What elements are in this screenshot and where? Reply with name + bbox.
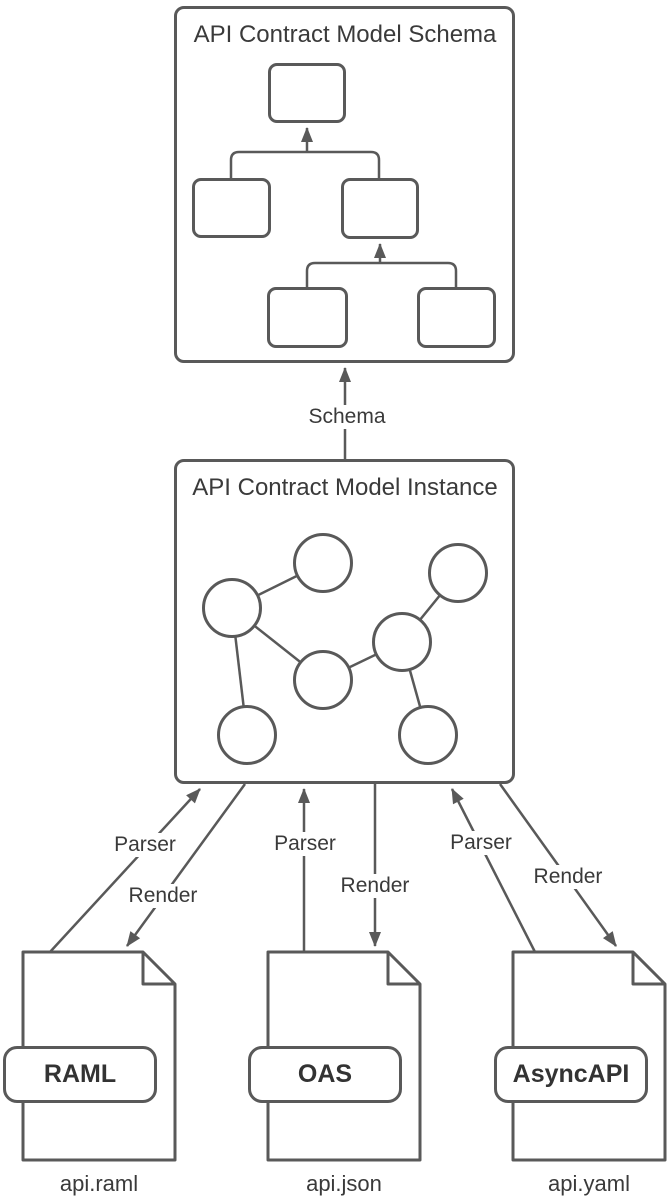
schema-tree-connectors [229,127,458,287]
graph-node-top [293,533,353,593]
graph-node-left [202,578,262,638]
parser-arrow-asyncapi [450,788,537,953]
schema-panel-title: API Contract Model Schema [193,21,497,48]
badge-oas-label: OAS [297,1060,353,1088]
tree-node-child-right [341,178,419,239]
graph-node-mid-right [372,612,432,672]
parser-label-oas: Parser [271,832,339,856]
parser-label-raml: Parser [111,833,179,857]
graph-node-bottom-left [217,705,277,765]
schema-panel [174,6,515,363]
graph-node-bottom-right [398,705,458,765]
document-raml-fold [141,952,175,986]
graph-node-center [293,650,353,710]
badge-oas: OAS [248,1046,402,1103]
badge-raml-label: RAML [43,1060,117,1088]
badge-asyncapi: AsyncAPI [494,1046,648,1103]
tree-node-child-left [192,178,271,238]
instance-panel-title: API Contract Model Instance [192,474,498,501]
graph-nodes [202,533,488,765]
document-asyncapi-fold [631,952,665,986]
parser-label-asyncapi: Parser [447,831,515,855]
render-arrow-raml [125,783,247,947]
badge-raml: RAML [3,1046,157,1103]
render-label-raml: Render [125,884,201,908]
tree-node-root [268,63,346,123]
render-label-asyncapi: Render [530,865,606,889]
file-label-asyncapi: api.yaml [548,1171,630,1196]
render-label-oas: Render [337,874,413,898]
badge-asyncapi-label: AsyncAPI [512,1060,630,1088]
file-label-raml: api.raml [59,1171,139,1196]
schema-arrow-label: Schema [305,405,389,429]
parser-arrow-raml [49,788,201,953]
document-oas-fold [386,952,420,986]
tree-connector-level3 [305,261,458,287]
tree-node-grandchild-right [417,287,496,348]
graph-node-top-right [428,543,488,603]
instance-panel [174,459,515,784]
file-label-oas: api.json [306,1171,382,1196]
tree-connector-level2 [229,150,381,178]
tree-node-grandchild-left [267,287,348,348]
